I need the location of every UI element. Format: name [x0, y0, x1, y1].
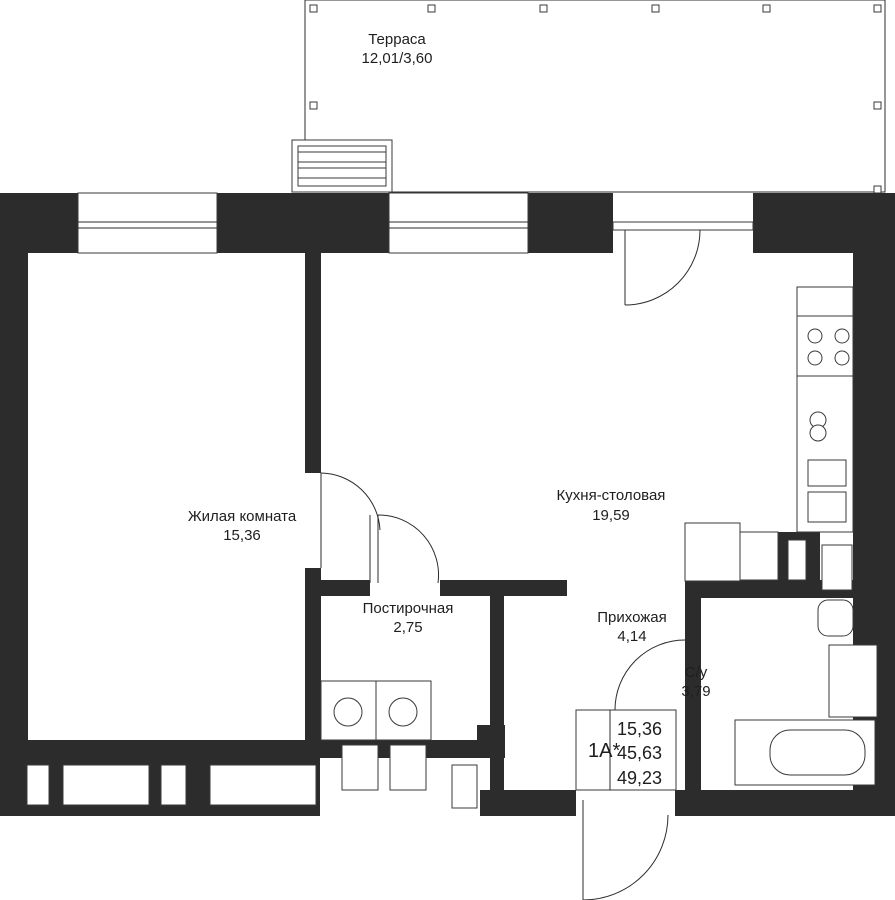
terrace-outline	[304, 0, 886, 194]
living-room-door	[320, 472, 440, 584]
bathroom-fixtures	[734, 599, 878, 786]
living-room-area: 15,36	[223, 527, 261, 544]
terrace-name: Терраса	[368, 31, 426, 48]
terrace-door	[624, 229, 701, 306]
entrance-door	[582, 800, 669, 900]
kitchen-dining-area: 19,59	[592, 507, 630, 524]
apartment-type: 1А*	[588, 740, 620, 762]
top-windows	[77, 192, 754, 254]
laundry-name: Постирочная	[363, 600, 454, 617]
bathroom-area: 3,79	[681, 683, 710, 700]
apartment-badge: 1А* 15,36 45,63 49,23	[575, 709, 677, 791]
hallway-name: Прихожая	[597, 609, 667, 626]
laundry-area: 2,75	[393, 619, 422, 636]
bathroom-name: С/у	[685, 664, 708, 681]
bottom-wall-openings	[26, 744, 478, 809]
washing-machines	[320, 680, 432, 741]
terrace-area: 12,01/3,60	[362, 50, 433, 67]
terrace-bench	[291, 139, 393, 193]
hallway-area: 4,14	[617, 628, 646, 645]
bathroom-door	[614, 639, 686, 711]
kitchen-counter	[684, 286, 854, 591]
apartment-area-total: 45,63	[617, 743, 662, 763]
apartment-area-with-terrace: 49,23	[617, 768, 662, 788]
apartment-area-living: 15,36	[617, 719, 662, 739]
living-room-name: Жилая комната	[188, 508, 297, 525]
kitchen-dining-name: Кухня-столовая	[557, 487, 666, 504]
